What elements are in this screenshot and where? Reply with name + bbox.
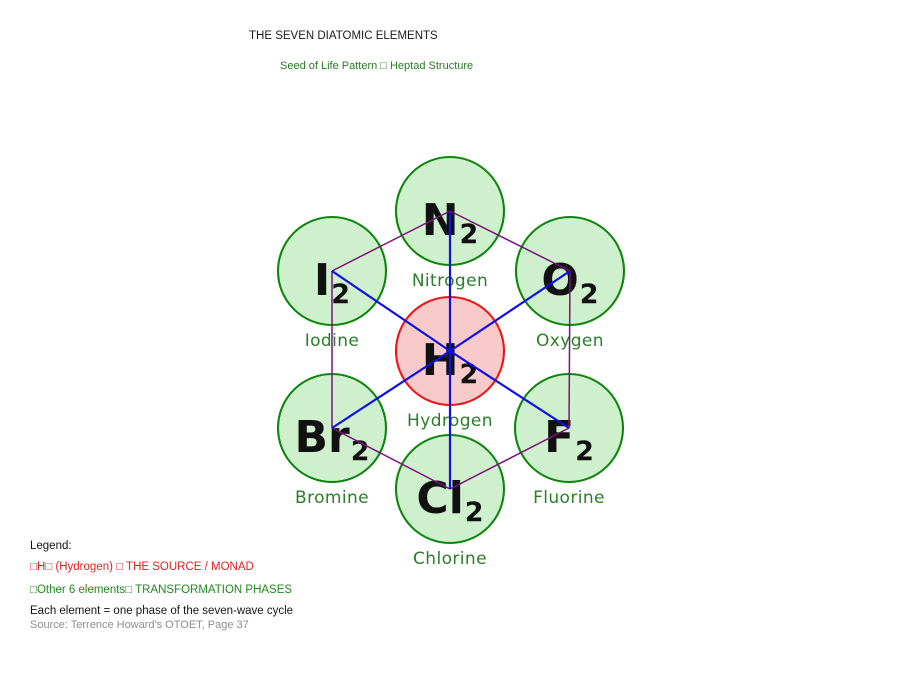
hexagon-edge-f-cl: [449, 427, 570, 490]
element-name-fluorine: Fluorine: [533, 488, 605, 508]
hexagon-edge-cl-br: [331, 427, 451, 490]
legend-item-source-monad: □H□ (Hydrogen) □ THE SOURCE / MONAD: [30, 561, 254, 573]
hexagon-edge-o-f: [568, 270, 571, 429]
element-symbol-Br2: Br2: [294, 412, 369, 467]
figure-subtitle: Seed of Life Pattern □ Heptad Structure: [280, 60, 474, 72]
spoke-h-i: [331, 270, 451, 352]
element-symbol-O2: O2: [541, 255, 598, 310]
figure-title: THE SEVEN DIATOMIC ELEMENTS: [249, 30, 438, 42]
element-symbol-Cl2: Cl2: [416, 473, 483, 528]
spoke-h-br: [331, 350, 451, 429]
hexagon-edge-i-n: [331, 210, 451, 272]
element-name-bromine: Bromine: [295, 488, 369, 508]
element-symbol-I2: I2: [314, 255, 350, 310]
spoke-h-o: [449, 270, 571, 352]
legend-note-seven-wave-cycle: Each element = one phase of the seven-wa…: [30, 605, 294, 617]
legend-item-transformation-phases: □Other 6 elements□ TRANSFORMATION PHASES: [30, 584, 293, 596]
spoke-h-f: [449, 350, 570, 429]
source-attribution: Source: Terrence Howard's OTOET, Page 37: [30, 619, 249, 631]
legend-heading: Legend:: [30, 540, 72, 552]
hexagon-edge-n-o: [449, 210, 571, 272]
element-name-chlorine: Chlorine: [413, 549, 487, 569]
element-symbol-N2: N2: [422, 195, 479, 250]
